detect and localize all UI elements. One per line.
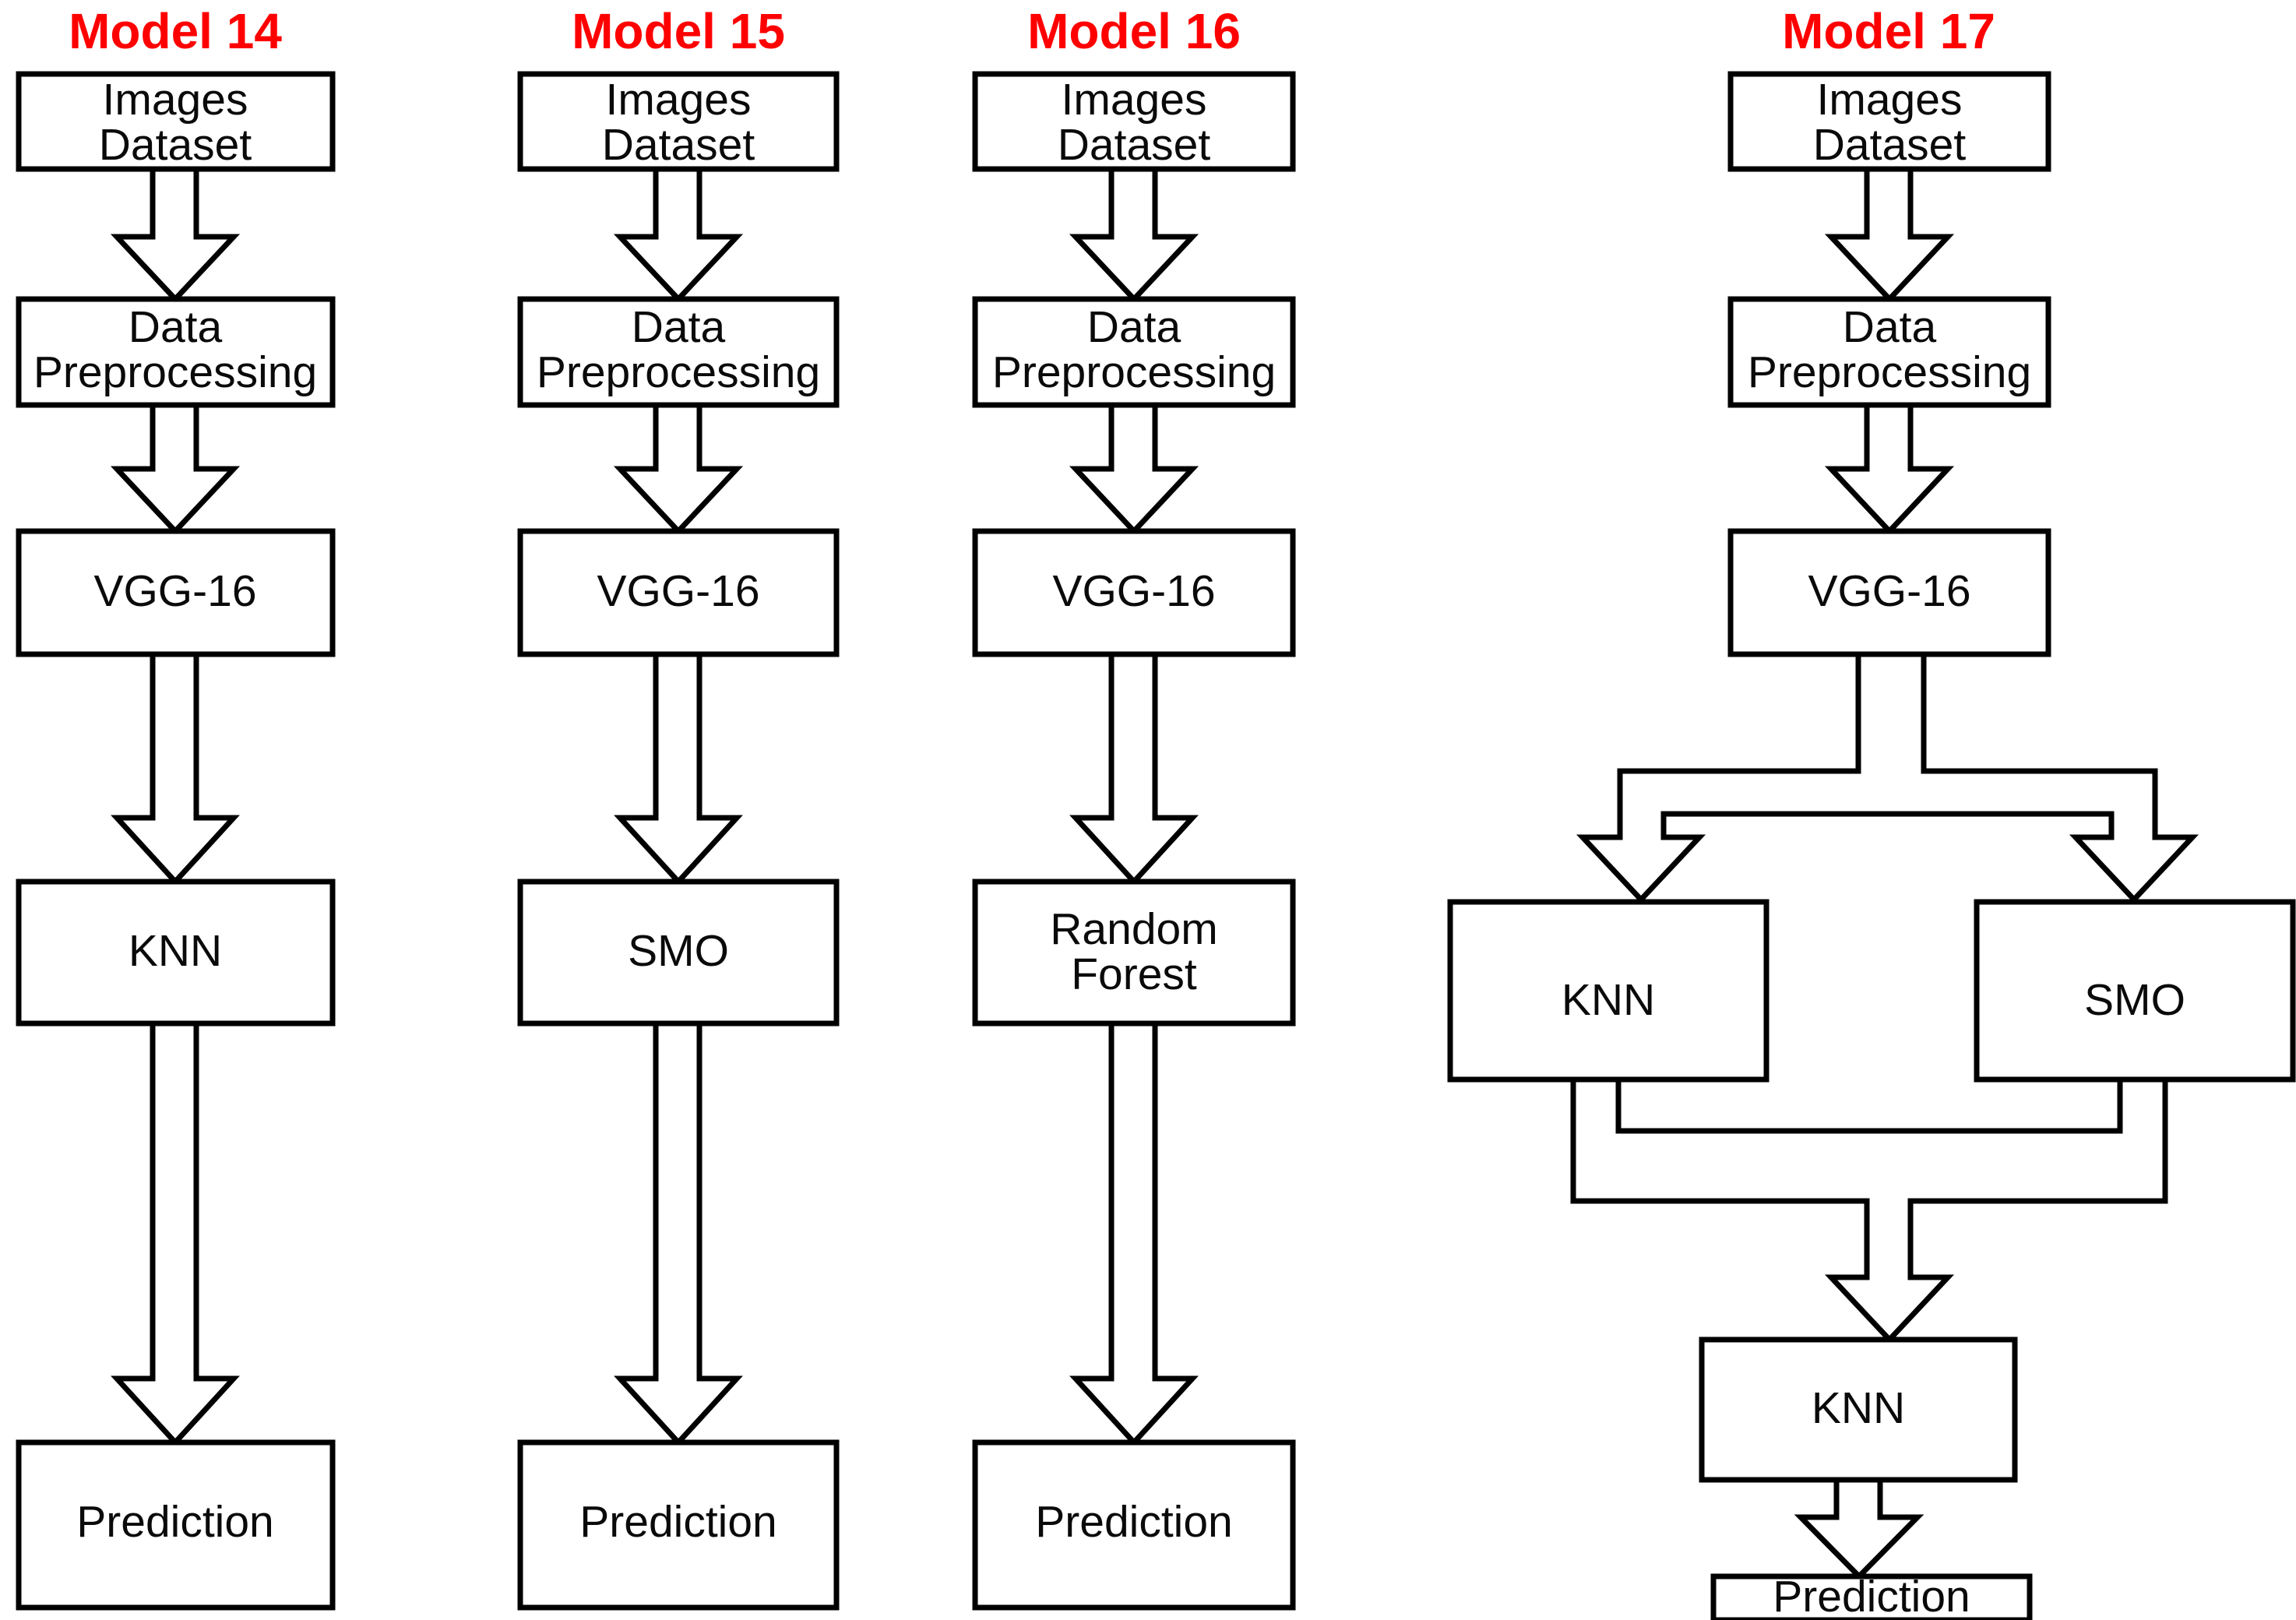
m14-data-preprocessing-label-line1: Data [129,302,223,352]
m15-data-preprocessing-label-line2: Preprocessing [537,347,820,397]
column-model-15: Model 15 Images Dataset Data Preprocessi… [517,3,840,1611]
m14-vgg16-label: VGG-16 [93,566,256,616]
m17-knn-branch-label: KNN [1562,975,1655,1025]
m17-data-preprocessing-box[interactable] [1727,296,2051,408]
m14-arrow-vgg16-to-classifier [111,651,240,886]
model-16-title: Model 16 [1027,3,1241,59]
m16-classifier-box[interactable] [972,879,1296,1027]
m15-vgg16-box[interactable] [517,528,840,657]
column-model-17: Model 17 Images Dataset Data Preprocessi… [1447,3,2296,1620]
m14-arrow-preprocessing-to-vgg16 [110,402,241,536]
m14-images-dataset-box[interactable] [16,71,336,172]
m17-merge-knn-smo-to-meta-knn [1570,1076,2168,1344]
m17-arrow-preprocessing-to-vgg16 [1824,402,1955,536]
m17-smo-branch-box[interactable] [1974,899,2296,1083]
m17-prediction-label: Prediction [1773,1572,1970,1620]
m17-images-dataset-box[interactable] [1727,71,2051,172]
m16-prediction-label: Prediction [1035,1497,1232,1547]
m14-arrow-classifier-to-prediction [111,1020,240,1447]
m14-arrow-dataset-to-preprocessing [110,166,241,304]
m17-data-preprocessing-label-line2: Preprocessing [1748,347,2031,397]
m15-prediction-label: Prediction [579,1497,776,1547]
m17-fork-vgg16-to-knn-and-smo [1576,651,2199,904]
m17-knn-meta-box[interactable] [1699,1336,2018,1483]
m16-arrow-classifier-to-prediction [1069,1020,1199,1447]
m16-classifier-label-line1: Random [1050,904,1217,954]
m15-images-dataset-box[interactable] [517,71,840,172]
m17-arrow-meta-knn-to-prediction [1794,1477,1924,1580]
model-17-title: Model 17 [1782,3,1995,59]
m16-data-preprocessing-label-line2: Preprocessing [992,347,1276,397]
m16-arrow-dataset-to-preprocessing [1069,166,1199,304]
m15-classifier-label: SMO [628,926,729,976]
m16-classifier-label-line2: Forest [1071,949,1197,999]
m17-vgg16-box[interactable] [1727,528,2051,657]
m14-images-dataset-label-line2: Dataset [99,120,252,170]
m17-prediction-box[interactable] [1710,1573,2033,1620]
m15-prediction-box[interactable] [517,1439,840,1611]
m17-images-dataset-label-line1: Images [1817,75,1963,125]
m17-smo-branch-label: SMO [2084,975,2185,1025]
m15-images-dataset-label-line1: Images [606,75,752,125]
m16-images-dataset-label-line1: Images [1062,75,1207,125]
m15-images-dataset-label-line2: Dataset [602,120,755,170]
m16-images-dataset-box[interactable] [972,71,1296,172]
m16-images-dataset-label-line2: Dataset [1058,120,1211,170]
m16-data-preprocessing-label-line1: Data [1087,302,1181,352]
column-model-14: Model 14 Images Dataset Data Preprocessi… [16,3,336,1611]
m16-prediction-box[interactable] [972,1439,1296,1611]
m17-vgg16-label: VGG-16 [1808,566,1970,616]
m16-data-preprocessing-box[interactable] [972,296,1296,408]
m16-arrow-vgg16-to-classifier [1069,651,1199,886]
m17-images-dataset-label-line2: Dataset [1813,120,1967,170]
column-model-16: Model 16 Images Dataset Data Preprocessi… [972,3,1296,1611]
m15-arrow-vgg16-to-classifier [614,651,743,886]
model-14-title: Model 14 [69,3,282,59]
m17-arrow-dataset-to-preprocessing [1824,166,1955,304]
m17-data-preprocessing-label-line1: Data [1843,302,1937,352]
m15-data-preprocessing-label-line1: Data [632,302,726,352]
m14-prediction-label: Prediction [76,1497,273,1547]
m17-knn-branch-box[interactable] [1447,899,1770,1083]
m15-arrow-classifier-to-prediction [614,1020,743,1447]
m16-vgg16-label: VGG-16 [1052,566,1215,616]
model-15-title: Model 15 [572,3,785,59]
m14-images-dataset-label-line1: Images [103,75,248,125]
m16-arrow-preprocessing-to-vgg16 [1069,402,1199,536]
m15-arrow-dataset-to-preprocessing [613,166,744,304]
m15-vgg16-label: VGG-16 [597,566,759,616]
m14-data-preprocessing-label-line2: Preprocessing [33,347,317,397]
m15-arrow-preprocessing-to-vgg16 [613,402,744,536]
m17-knn-meta-label: KNN [1812,1383,1905,1433]
m14-prediction-box[interactable] [16,1439,336,1611]
m14-classifier-label: KNN [129,926,222,976]
m14-classifier-box[interactable] [16,879,336,1027]
